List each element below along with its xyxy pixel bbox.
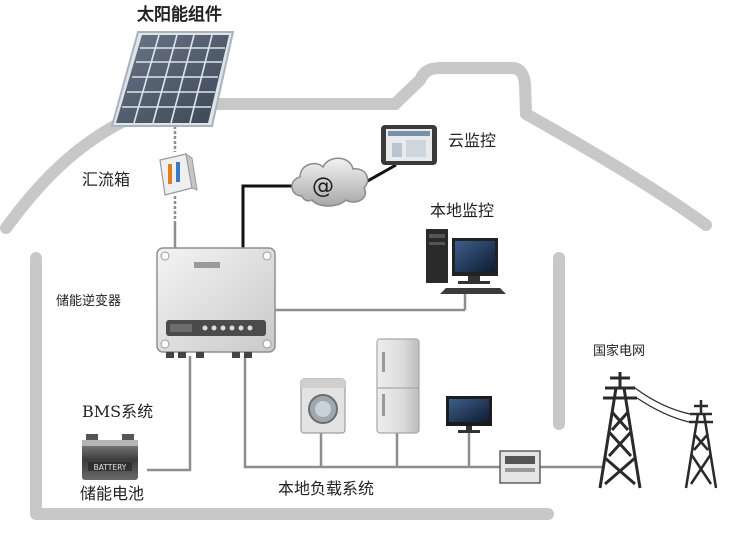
bms-label: BMS系统: [82, 402, 154, 421]
tv-icon: [446, 396, 492, 433]
inverter-label: 储能逆变器: [56, 294, 122, 309]
house-outline: [0, 62, 712, 520]
desktop-computer-icon: [426, 229, 506, 294]
washing-machine-icon: [300, 378, 346, 434]
cloud-symbol: @: [312, 174, 334, 199]
tablet-icon: [381, 125, 437, 165]
combiner-box-icon: [159, 152, 198, 196]
local-load-label: 本地负载系统: [278, 479, 375, 498]
grid-label: 国家电网: [593, 344, 646, 359]
combiner-box-label: 汇流箱: [82, 170, 131, 189]
battery-label-text: BATTERY: [94, 463, 127, 472]
cloud-monitor-label: 云监控: [448, 131, 497, 150]
inverter-icon: [156, 247, 276, 358]
solar-panel-icon: [110, 31, 235, 127]
local-monitor-label: 本地监控: [430, 201, 495, 220]
refrigerator-icon: [376, 338, 420, 434]
solar-panel-label: 太阳能组件: [137, 5, 222, 25]
cloud-icon: [291, 157, 369, 207]
power-lines: [634, 387, 691, 423]
battery-label: 储能电池: [80, 484, 145, 503]
communication-line: [241, 163, 397, 250]
battery-icon: [82, 434, 138, 480]
electric-meter-icon: [499, 450, 541, 484]
transmission-tower-icon: [684, 400, 718, 489]
transmission-tower-icon: [598, 372, 642, 489]
